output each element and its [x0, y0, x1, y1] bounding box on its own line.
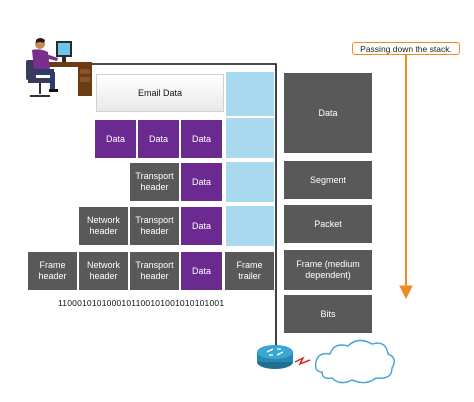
router-icon: [257, 345, 293, 369]
segment-data-box: Data: [180, 162, 223, 202]
data-segment-3: Data: [180, 119, 223, 159]
frame-trailer-box: Frame trailer: [224, 251, 275, 291]
blue-band-2: [226, 118, 274, 158]
pdu-bits-label: Bits: [283, 294, 373, 334]
packet-transport-header-box: Transport header: [129, 206, 180, 246]
transport-header-box: Transport header: [129, 162, 180, 202]
frame-transport-header-box: Transport header: [129, 251, 180, 291]
cloud-icon: [314, 339, 395, 384]
data-segment-1: Data: [94, 119, 137, 159]
pdu-packet-label: Packet: [283, 204, 373, 244]
person-at-computer-icon: [26, 38, 92, 97]
frame-data-box: Data: [180, 251, 223, 291]
connection-line: [70, 63, 277, 357]
packet-data-box: Data: [180, 206, 223, 246]
email-data-box: Email Data: [96, 74, 224, 112]
bitstream-text: 1100010101000101100101001010101001: [58, 298, 225, 308]
blue-band-3: [226, 162, 274, 202]
pdu-data-label: Data: [283, 72, 373, 154]
network-header-box: Network header: [78, 206, 129, 246]
frame-network-header-box: Network header: [78, 251, 129, 291]
blue-band-4: [226, 206, 274, 246]
frame-header-box: Frame header: [27, 251, 78, 291]
pdu-frame-label: Frame (medium dependent): [283, 249, 373, 291]
passing-down-callout: Passing down the stack.: [352, 42, 460, 55]
data-segment-2: Data: [137, 119, 180, 159]
blue-band-1: [226, 72, 274, 116]
down-arrow: [399, 55, 413, 300]
serial-link-icon: [294, 356, 311, 366]
pdu-segment-label: Segment: [283, 160, 373, 200]
